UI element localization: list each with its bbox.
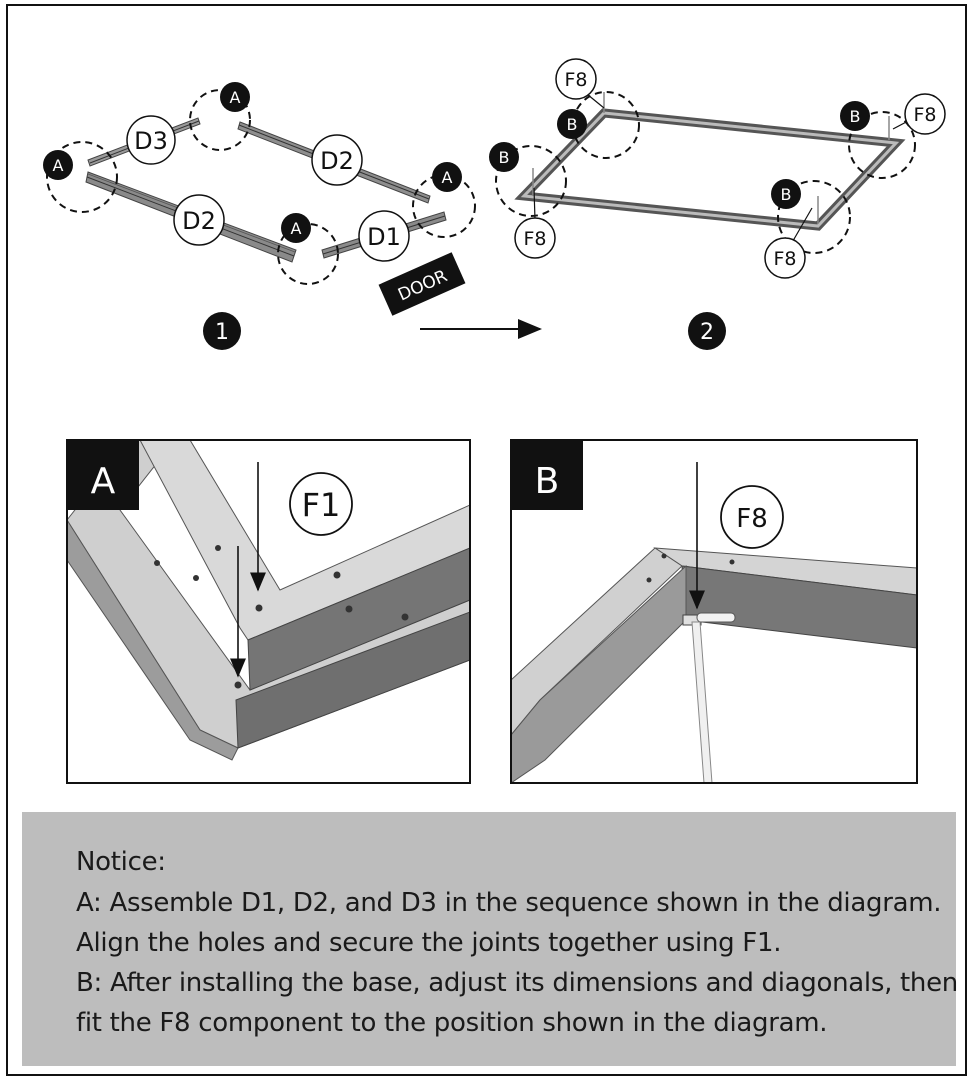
label-d2-top: D2 [311,134,363,186]
marker-a-left: A [43,150,73,180]
svg-text:2: 2 [700,320,714,345]
label-f8-bottom-right: F8 [764,237,806,279]
detail-circle-a [277,223,339,285]
svg-text:D1: D1 [367,223,401,251]
step-number-1: 1 [203,312,241,350]
svg-text:F8: F8 [913,104,936,126]
notice-line: Align the holes and secure the joints to… [76,928,782,958]
step2-assembled-frame: B B B B F8 F8 F8 F8 [489,58,946,350]
svg-text:D3: D3 [134,127,168,155]
detail-circle-b [495,145,567,217]
svg-text:A: A [442,168,453,187]
svg-text:1: 1 [215,320,229,345]
svg-text:B: B [850,107,861,126]
svg-text:F8: F8 [523,228,546,250]
svg-text:D2: D2 [320,147,354,175]
notice-line: A: Assemble D1, D2, and D3 in the sequen… [76,888,942,918]
marker-b-bottom-right: B [771,179,801,209]
label-f8-top-left: F8 [555,58,597,100]
detail-b-tag: B [535,461,560,502]
svg-text:F8: F8 [736,504,768,534]
marker-b-top-left: B [557,109,587,139]
notice-line: fit the F8 component to the position sho… [76,1008,828,1038]
svg-text:B: B [567,115,578,134]
label-f8-top-right: F8 [904,93,946,135]
label-d3: D3 [126,115,176,165]
svg-text:F8: F8 [773,248,796,270]
label-d2-bottom: D2 [173,194,225,246]
detail-a-panel: A F1 [66,439,471,784]
marker-b-left: B [489,142,519,172]
detail-circle-b [848,111,916,179]
svg-text:F1: F1 [302,486,341,524]
step1-exploded-view: A A A A D3 D2 D2 D1 [43,82,476,350]
notice-title: Notice: [76,847,166,877]
detail-circle-a [189,89,251,151]
svg-text:A: A [230,88,241,107]
svg-text:B: B [781,185,792,204]
svg-text:D2: D2 [182,207,216,235]
detail-a-tag: A [91,461,116,502]
svg-text:B: B [499,148,510,167]
detail-b-panel: B F8 [510,439,918,784]
marker-a-middle: A [281,213,311,243]
marker-a-right: A [432,162,462,192]
notice-line: B: After installing the base, adjust its… [76,968,958,998]
detail-circle-b [572,91,640,159]
marker-a-top: A [220,82,250,112]
detail-circle-b [777,180,851,254]
svg-text:F8: F8 [564,69,587,91]
svg-text:A: A [291,219,302,238]
svg-text:A: A [53,156,64,175]
marker-b-top-right: B [840,101,870,131]
step-number-2: 2 [688,312,726,350]
detail-circle-a [46,141,118,213]
notice-box: Notice: A: Assemble D1, D2, and D3 in th… [22,812,958,1066]
label-d1: D1 [358,210,410,262]
label-f1: F1 [289,472,353,536]
label-f8-left: F8 [514,217,556,259]
door-tag: DOOR [378,252,466,316]
label-f8-detail: F8 [720,485,784,549]
